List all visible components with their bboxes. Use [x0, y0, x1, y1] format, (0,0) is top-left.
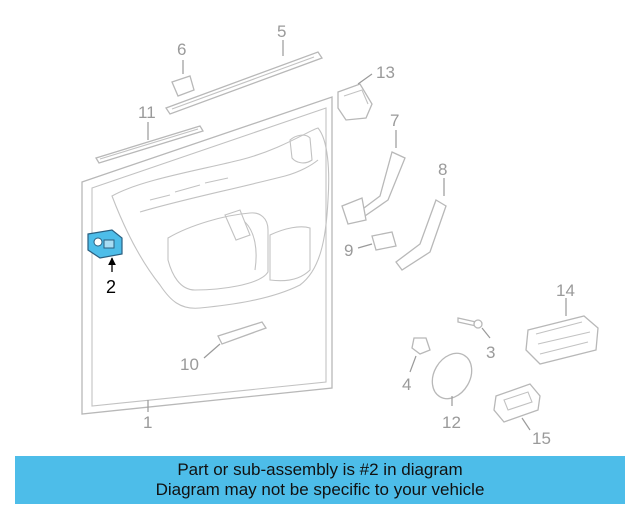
callout-15: 15: [532, 429, 551, 448]
callout-4: 4: [402, 375, 411, 394]
part-1-callout-group: 1: [143, 400, 152, 432]
part-14-armrest: 14: [525, 281, 599, 365]
banner-line-1: Part or sub-assembly is #2 in diagram: [177, 460, 463, 479]
parts-diagram: 11 5 6 13 7 8 9: [81, 22, 599, 448]
callout-9: 9: [344, 241, 353, 260]
part-7-handle-rod: 7: [341, 111, 406, 225]
callout-3: 3: [486, 343, 495, 362]
part-5-belt-molding: 5: [165, 22, 323, 115]
info-banner: Part or sub-assembly is #2 in diagram Di…: [15, 456, 625, 504]
part-10-trim-piece: 10: [180, 321, 267, 374]
callout-6: 6: [177, 40, 186, 59]
trim-panel: [111, 127, 330, 309]
part-13-switch: 13: [337, 63, 395, 121]
callout-14: 14: [556, 281, 575, 300]
part-12-seal: 12: [431, 352, 473, 432]
callout-7: 7: [390, 111, 399, 130]
part-9-bracket: 9: [344, 231, 397, 260]
callout-8: 8: [438, 160, 447, 179]
callout-10: 10: [180, 355, 199, 374]
part-2-highlighted[interactable]: 2: [87, 229, 123, 297]
part-6-clip: 6: [171, 40, 195, 97]
callout-2: 2: [106, 277, 116, 297]
part-3-screw: 3: [457, 317, 495, 362]
part-15-handle-housing: 15: [493, 383, 551, 448]
part-11-trim-strip: 11: [95, 103, 204, 164]
part-8-pull-handle: 8: [395, 160, 447, 271]
callout-11: 11: [138, 103, 156, 122]
banner-line-2: Diagram may not be specific to your vehi…: [155, 480, 485, 499]
callout-5: 5: [277, 22, 286, 41]
callout-13: 13: [376, 63, 395, 82]
part-4-push-clip: 4: [402, 337, 431, 394]
door-panel-backing: [81, 96, 333, 415]
callout-1: 1: [143, 413, 152, 432]
callout-12: 12: [442, 413, 461, 432]
